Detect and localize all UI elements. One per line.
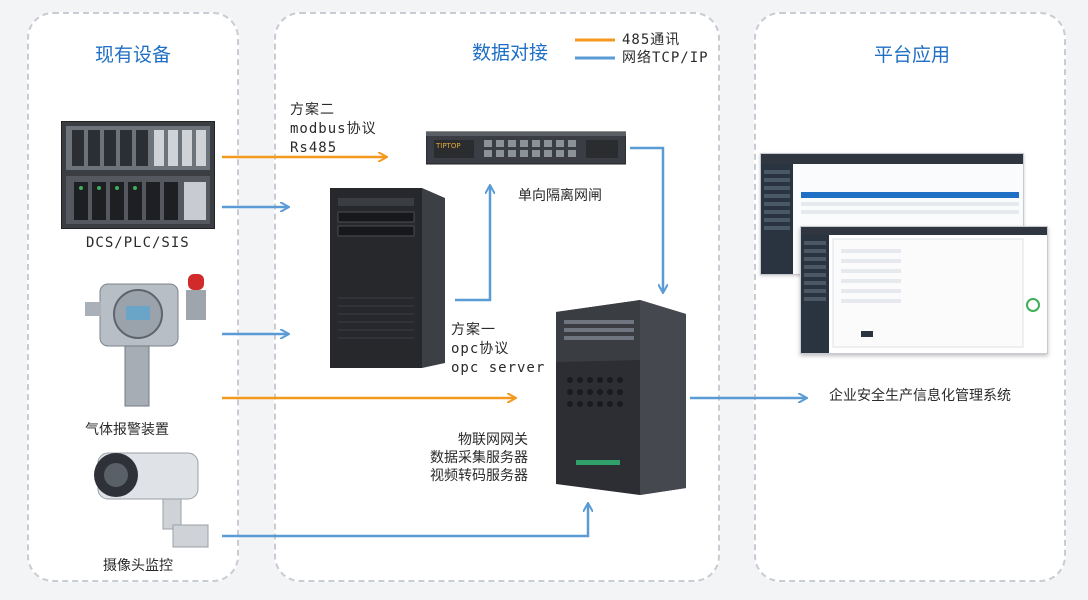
- dcs-plc-cabinet-image: [61, 121, 215, 229]
- server-tower-image: [556, 300, 686, 495]
- safety-management-system-label: 企业安全生产信息化管理系统: [829, 388, 1011, 404]
- pc-tower-image: [330, 188, 445, 368]
- plan2-line1: 方案二: [290, 102, 335, 118]
- isolation-gateway-label: 单向隔离网闸: [518, 188, 602, 204]
- legend-tcp-label: 网络TCP/IP: [622, 50, 709, 66]
- camera-image: [78, 445, 213, 550]
- dcs-plc-sis-label: DCS/PLC/SIS: [86, 235, 190, 251]
- legend-rs485-label: 485通讯: [622, 32, 681, 48]
- plan1-line3: opc server: [451, 360, 546, 376]
- plan2-line3: Rs485: [290, 140, 338, 156]
- gateway-brand: TIPTOP: [436, 142, 461, 150]
- server-label-video-transcode: 视频转码服务器: [430, 468, 528, 484]
- gas-detector-label: 气体报警装置: [85, 422, 169, 438]
- title-data-integration: 数据对接: [471, 42, 548, 64]
- server-label-data-collection: 数据采集服务器: [430, 450, 528, 466]
- server-label-iot-gateway: 物联网网关: [458, 432, 528, 448]
- title-platform-application: 平台应用: [873, 44, 950, 66]
- arrow-camera-to-server: [222, 504, 588, 538]
- gas-detector-image: [80, 264, 215, 414]
- plan2-line2: modbus协议: [290, 121, 377, 137]
- isolation-gateway-image: TIPTOP: [425, 128, 627, 166]
- plan1-line2: opc协议: [451, 341, 510, 357]
- plan1-line1: 方案一: [451, 322, 496, 338]
- camera-label: 摄像头监控: [103, 558, 173, 574]
- platform-screenshot-front: [800, 226, 1048, 354]
- arrow-gateway-to-server: [630, 146, 663, 292]
- title-existing-devices: 现有设备: [94, 44, 171, 66]
- arrow-pc-to-gateway: [455, 186, 490, 302]
